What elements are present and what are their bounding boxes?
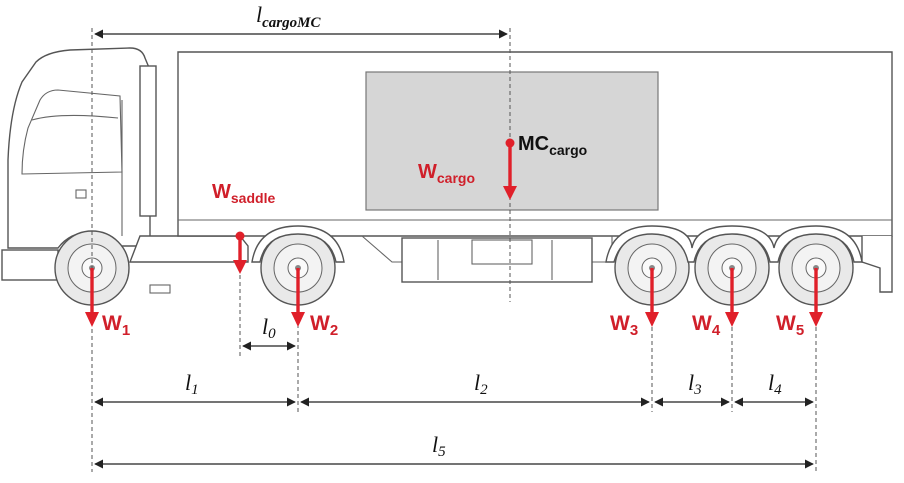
l0-label: l0 xyxy=(262,314,276,342)
w-cargo-label: Wcargo xyxy=(418,161,475,186)
w-cargo-arrow xyxy=(503,138,517,200)
w3-label: W3 xyxy=(610,312,638,339)
l3-label: l3 xyxy=(688,370,702,398)
w3-arrow xyxy=(645,268,659,327)
w5-label: W5 xyxy=(776,312,804,339)
l1-label: l1 xyxy=(185,370,199,398)
w-saddle-arrow xyxy=(233,231,247,274)
l5-label: l5 xyxy=(432,432,446,460)
w-saddle-label: Wsaddle xyxy=(212,181,275,206)
l4-label: l4 xyxy=(768,370,782,398)
w1-arrow xyxy=(85,268,99,327)
w2-label: W2 xyxy=(310,312,338,339)
l2-label: l2 xyxy=(474,370,488,398)
w5-arrow xyxy=(809,268,823,327)
w4-label: W4 xyxy=(692,312,721,339)
l-cargo-mc-label: lcargoMC xyxy=(256,2,321,31)
tractor-cab xyxy=(1,47,249,294)
w1-label: W1 xyxy=(102,312,130,339)
mc-cargo-label: MCcargo xyxy=(518,133,587,158)
w2-arrow xyxy=(291,268,305,327)
w4-arrow xyxy=(725,268,739,327)
